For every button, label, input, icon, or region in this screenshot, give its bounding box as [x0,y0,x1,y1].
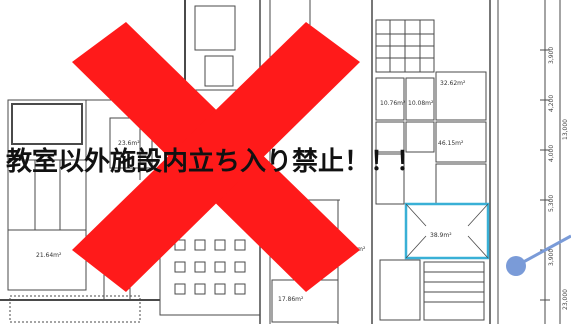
room-area-label: 10.76m² [380,100,406,107]
room-area-label: 46.15m² [438,140,464,147]
location-marker-icon[interactable] [500,228,571,278]
room-area-label: 32.62m² [440,80,466,87]
no-entry-warning: 教室以外施設内立ち入り禁止！！！ [6,147,423,177]
dimension-label: 5,300 [548,194,555,212]
room-area-label: 58.11m² [340,246,366,253]
dimension-label: 4,200 [548,94,555,112]
highlighted-room [404,202,490,260]
dimension-label: 23,000 [562,289,569,310]
room-area-label: 10.08m² [408,100,434,107]
dimension-label: 13,000 [562,119,569,140]
room-area-label: 38.9m² [430,232,452,239]
room-area-label: 17.86m² [278,296,304,303]
room-area-label: 21.64m² [36,252,62,259]
dimension-label: 3,900 [548,46,555,64]
